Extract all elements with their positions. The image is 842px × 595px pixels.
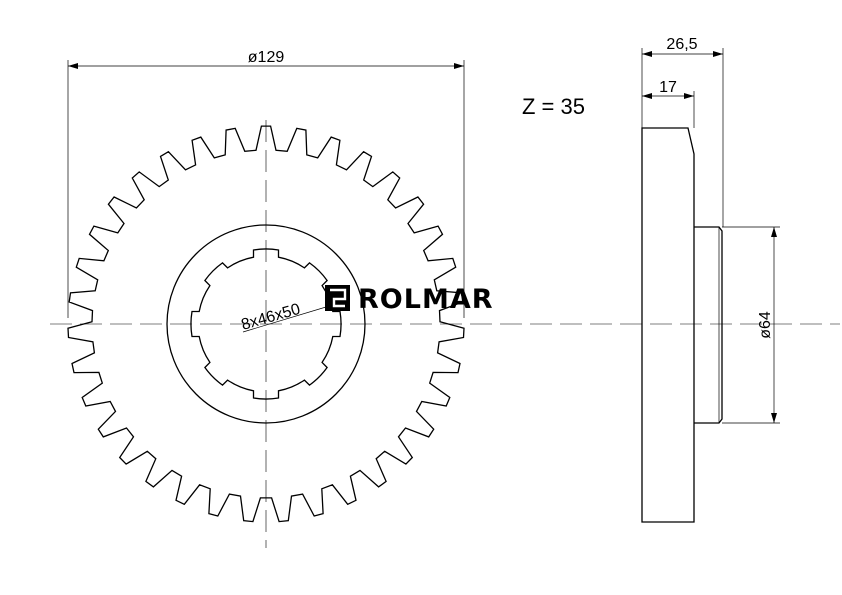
logo-text: ROLMAR: [358, 284, 494, 315]
spline-bore: [190, 248, 342, 400]
logo-mark-icon: [325, 285, 350, 311]
spline-label: 8x46x50: [239, 301, 302, 334]
rolmar-logo: ROLMAR: [325, 284, 494, 315]
spline-leader: [242, 306, 327, 333]
gear-width-label: 17: [659, 79, 677, 96]
hub-circle: [166, 224, 366, 424]
hub-side-profile: [694, 226, 723, 424]
hub-diameter-label: ø64: [757, 311, 774, 339]
gear-side-body: [641, 127, 695, 523]
outer-diameter-label: ø129: [248, 49, 285, 66]
total-width-label: 26,5: [666, 36, 697, 53]
teeth-count-label: Z = 35: [522, 94, 585, 119]
gear-outline: [67, 125, 465, 523]
